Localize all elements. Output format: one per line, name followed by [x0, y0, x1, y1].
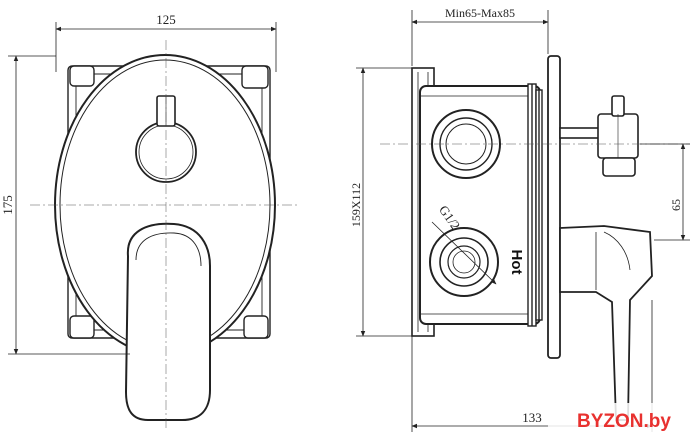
side-depth-label: Min65-Max85 [445, 6, 515, 20]
overall-length-label: 133 [522, 410, 542, 425]
lever-handle [124, 222, 211, 421]
side-faceplate [547, 55, 561, 359]
front-height-label: 175 [0, 195, 15, 215]
side-diverter [559, 95, 639, 177]
watermark: BYZON.by [577, 411, 671, 432]
thread-rings [527, 83, 543, 327]
watermark-bg [548, 403, 700, 435]
front-view [54, 54, 276, 421]
hot-inlet [429, 227, 499, 297]
front-dimensions [8, 22, 277, 355]
thread-callout [431, 221, 497, 285]
side-lever [559, 225, 653, 421]
hot-label: Hot [508, 250, 525, 275]
outlet-height-label: 65 [669, 199, 683, 211]
front-width-label: 125 [156, 12, 176, 27]
body-size-label: 159X112 [349, 183, 363, 227]
side-view [411, 55, 653, 421]
front-centerlines [30, 40, 300, 430]
